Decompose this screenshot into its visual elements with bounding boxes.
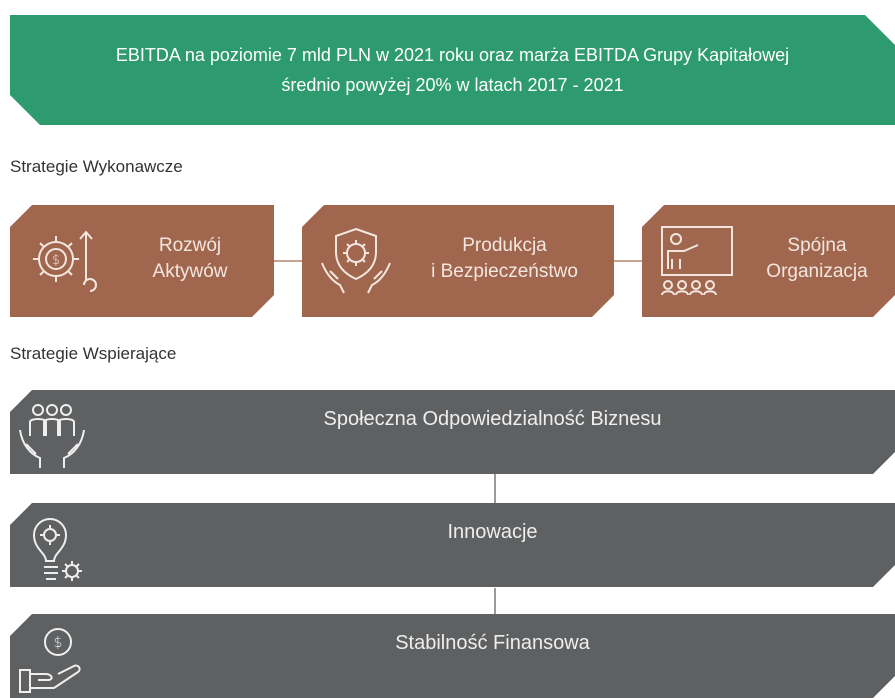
strategy-bar-label: Innowacje xyxy=(447,521,538,543)
strategy-box-coherent-organization: Spójna Organizacja xyxy=(642,205,895,317)
strategy-bar-csr: Społeczna Odpowiedzialność Biznesu xyxy=(10,390,895,474)
people-in-hands-icon xyxy=(16,400,88,472)
strategy-label-line1: Rozwój xyxy=(158,235,222,256)
banner-line-2: średnio powyżej 20% w latach 2017 - 2021 xyxy=(281,75,624,95)
strategy-bar-innovation: Innowacje xyxy=(10,503,895,587)
executive-strategies-title: Strategie Wykonawcze xyxy=(10,157,183,176)
goal-banner: EBITDA na poziomie 7 mld PLN w 2021 roku… xyxy=(10,15,895,125)
strategy-label-line1: Spójna xyxy=(787,235,847,256)
strategy-bar-label: Stabilność Finansowa xyxy=(395,632,590,654)
strategy-bar-financial-stability: $ Stabilność Finansowa xyxy=(10,614,895,698)
presentation-board-icon xyxy=(656,223,736,299)
connector-line xyxy=(612,260,644,262)
shield-gear-hands-icon xyxy=(316,223,396,299)
gear-dollar-icon: $ xyxy=(24,223,104,299)
connector-line xyxy=(494,588,496,618)
svg-text:$: $ xyxy=(52,253,60,268)
strategy-label-line2: Aktywów xyxy=(152,261,228,282)
strategy-label-line2: i Bezpieczeństwo xyxy=(431,261,578,282)
supporting-strategies-title: Strategie Wspierające xyxy=(10,344,177,363)
strategy-label-line2: Organizacja xyxy=(766,261,868,282)
strategy-box-production-safety: Produkcja i Bezpieczeństwo xyxy=(302,205,614,317)
connector-line xyxy=(494,474,496,504)
hand-coin-icon: $ xyxy=(16,624,88,696)
strategy-box-asset-development: $ Rozwój Aktywów xyxy=(10,205,274,317)
svg-text:$: $ xyxy=(54,635,63,651)
banner-line-1: EBITDA na poziomie 7 mld PLN w 2021 roku… xyxy=(115,45,790,65)
strategy-label-line1: Produkcja xyxy=(462,235,547,256)
connector-line xyxy=(272,260,304,262)
strategy-bar-label: Społeczna Odpowiedzialność Biznesu xyxy=(323,408,662,430)
lightbulb-gear-icon xyxy=(16,513,88,585)
